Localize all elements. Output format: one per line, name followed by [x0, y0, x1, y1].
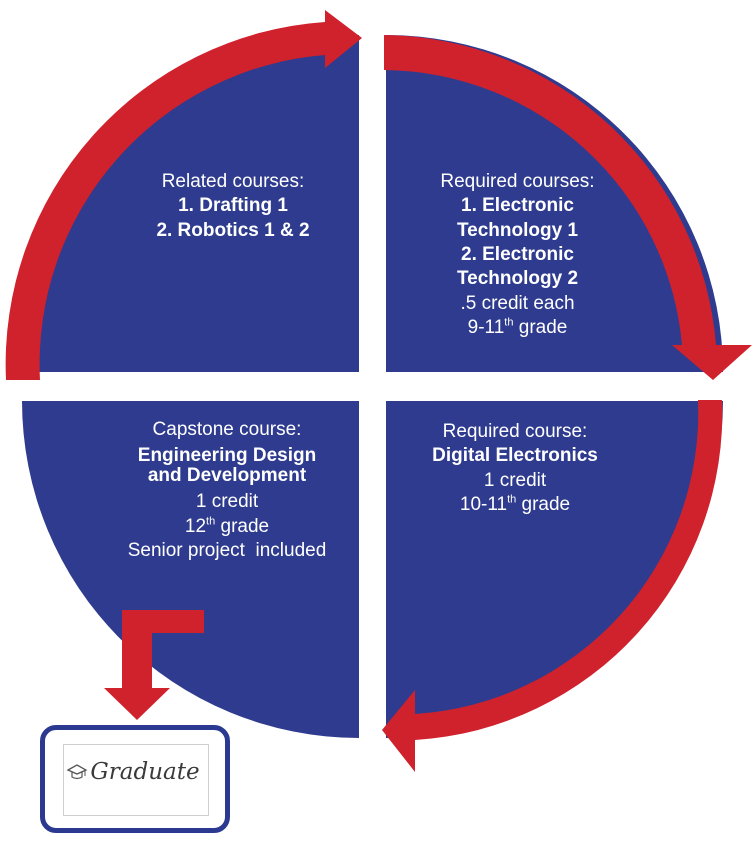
required-courses-credit: .5 credit each	[460, 292, 575, 314]
quadrant-bottom-right	[386, 401, 723, 738]
quadrant-top-left	[22, 35, 359, 372]
required-course-item: 2. Electronic	[461, 243, 574, 265]
required-course-item: Technology 1	[456, 219, 579, 241]
digital-electronics-grade: 10-11th grade	[459, 493, 571, 515]
related-course-item: 2. Robotics 1 & 2	[156, 219, 310, 241]
arrow-to-graduate	[104, 610, 204, 720]
arrow-bottom-right	[382, 400, 723, 772]
required-courses-grade: 9-11th grade	[467, 316, 568, 338]
quadrant-bottom-left	[22, 401, 359, 738]
capstone-course-name: and Development	[147, 465, 307, 487]
related-courses-block: Related courses: 1. Drafting 1 2. Roboti…	[128, 170, 338, 243]
related-courses-heading: Related courses:	[161, 171, 305, 192]
capstone-course-name: Engineering Design	[137, 445, 317, 467]
capstone-course-credit: 1 credit	[195, 491, 259, 513]
digital-electronics-credit: 1 credit	[483, 469, 547, 491]
capstone-course-block: Capstone course: Engineering Design and …	[98, 418, 356, 563]
required-courses-heading: Required courses:	[440, 171, 595, 192]
graduate-box: Graduate	[40, 725, 230, 833]
capstone-course-note: Senior project included	[127, 539, 327, 561]
required-course-item: 1. Electronic	[461, 195, 574, 217]
graduate-label: Graduate	[90, 759, 200, 785]
capstone-course-grade: 12th grade	[184, 515, 270, 537]
graduate-image: Graduate	[63, 744, 209, 816]
related-course-item: 1. Drafting 1	[178, 195, 288, 217]
capstone-course-heading: Capstone course:	[152, 419, 302, 440]
required-course-item: Technology 2	[456, 268, 579, 290]
digital-electronics-block: Required course: Digital Electronics 1 c…	[410, 420, 620, 517]
arrow-top-left	[5, 10, 362, 380]
quadrant-top-right	[386, 35, 723, 372]
graduation-cap-icon	[66, 764, 88, 780]
required-courses-block: Required courses: 1. Electronic Technolo…	[410, 170, 625, 340]
arrow-top-right	[384, 35, 752, 380]
digital-electronics-name: Digital Electronics	[432, 445, 598, 467]
digital-electronics-heading: Required course:	[442, 421, 588, 442]
